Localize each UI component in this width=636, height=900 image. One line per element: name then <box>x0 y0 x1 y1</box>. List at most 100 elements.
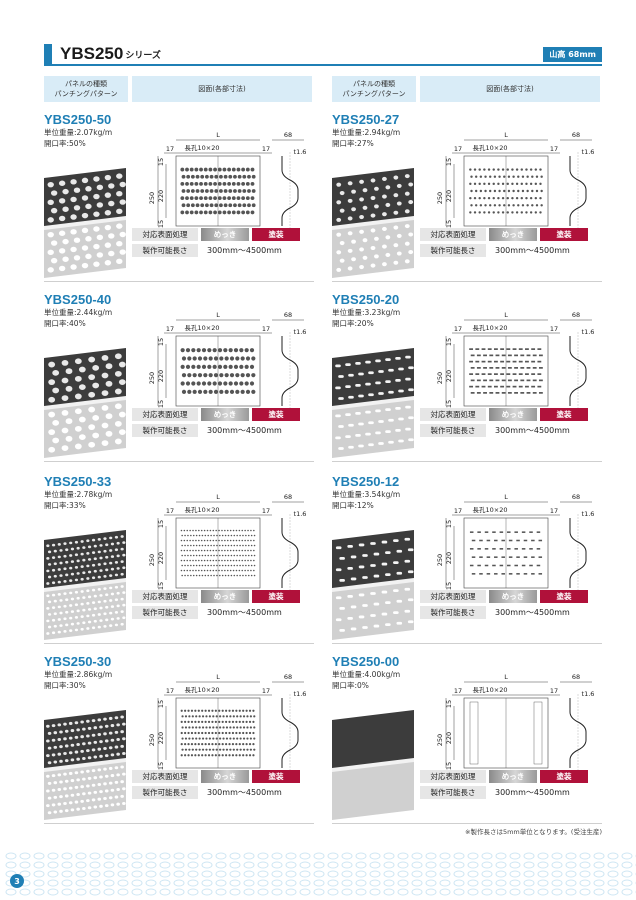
svg-text:t1.6: t1.6 <box>582 148 595 156</box>
svg-text:15: 15 <box>445 700 453 708</box>
panel-photo <box>44 530 126 640</box>
length-value: 300mm〜4500mm <box>495 608 570 617</box>
length-row: 製作可能長さ 300mm〜4500mm <box>420 244 570 257</box>
treatment-label: 対応表面処理 <box>132 590 198 603</box>
plating-badge: めっき <box>489 770 537 783</box>
svg-text:250: 250 <box>148 372 156 384</box>
svg-text:220: 220 <box>445 552 453 564</box>
length-row: 製作可能長さ 300mm〜4500mm <box>132 786 282 799</box>
svg-text:長孔10×20: 長孔10×20 <box>473 506 508 514</box>
svg-text:L: L <box>504 311 508 319</box>
svg-text:17: 17 <box>454 687 462 695</box>
product-name: YBS250-12 <box>332 474 400 489</box>
product-name: YBS250-30 <box>44 654 112 669</box>
surface-treatment-row: 対応表面処理 めっき 塗装 <box>132 408 300 421</box>
surface-treatment-row: 対応表面処理 めっき 塗装 <box>132 590 300 603</box>
length-value: 300mm〜4500mm <box>495 788 570 797</box>
treatment-label: 対応表面処理 <box>132 770 198 783</box>
treatment-label: 対応表面処理 <box>420 590 486 603</box>
svg-text:17: 17 <box>454 145 462 153</box>
product-open-ratio: 開口率:33% <box>44 501 86 510</box>
decorative-dot-pattern <box>5 852 636 896</box>
product-weight: 単位重量:2.44kg/m <box>44 308 113 317</box>
svg-text:15: 15 <box>445 400 453 408</box>
column-header-left: パネルの種類 パンチングパターン 図面(各部寸法) <box>44 76 312 102</box>
header-pattern: パネルの種類 パンチングパターン <box>332 76 416 102</box>
svg-text:15: 15 <box>445 762 453 770</box>
panel-photo <box>332 348 414 458</box>
painting-badge: 塗装 <box>252 770 300 783</box>
product-open-ratio: 開口率:27% <box>332 139 374 148</box>
svg-text:220: 220 <box>445 732 453 744</box>
page-title-bar: YBS250 シリーズ 山高 68mm <box>44 44 602 66</box>
svg-text:L: L <box>504 493 508 501</box>
svg-text:68: 68 <box>284 493 292 501</box>
svg-text:250: 250 <box>436 192 444 204</box>
svg-text:長孔10×20: 長孔10×20 <box>185 144 220 152</box>
panel-photo <box>44 348 126 458</box>
svg-text:長孔10×20: 長孔10×20 <box>185 324 220 332</box>
product-weight: 単位重量:3.23kg/m <box>332 308 401 317</box>
length-label: 製作可能長さ <box>420 786 486 799</box>
product-name: YBS250-40 <box>44 292 112 307</box>
page-number: 3 <box>10 874 24 888</box>
svg-text:17: 17 <box>550 507 558 515</box>
painting-badge: 塗装 <box>540 228 588 241</box>
length-row: 製作可能長さ 300mm〜4500mm <box>420 606 570 619</box>
svg-text:15: 15 <box>157 520 165 528</box>
svg-text:長孔10×20: 長孔10×20 <box>185 686 220 694</box>
plating-badge: めっき <box>489 590 537 603</box>
svg-text:L: L <box>504 131 508 139</box>
treatment-label: 対応表面処理 <box>420 228 486 241</box>
page-title: YBS250 <box>60 44 124 63</box>
surface-treatment-row: 対応表面処理 めっき 塗装 <box>420 590 588 603</box>
length-label: 製作可能長さ <box>132 424 198 437</box>
product-name: YBS250-20 <box>332 292 400 307</box>
length-value: 300mm〜4500mm <box>207 788 282 797</box>
product-name: YBS250-27 <box>332 112 400 127</box>
product-weight: 単位重量:2.86kg/m <box>44 670 113 679</box>
svg-text:17: 17 <box>550 687 558 695</box>
svg-text:長孔10×20: 長孔10×20 <box>473 686 508 694</box>
treatment-label: 対応表面処理 <box>420 408 486 421</box>
length-label: 製作可能長さ <box>132 786 198 799</box>
page-subtitle: シリーズ <box>125 51 161 61</box>
product-open-ratio: 開口率:30% <box>44 681 86 690</box>
svg-text:t1.6: t1.6 <box>294 690 307 698</box>
svg-text:長孔10×20: 長孔10×20 <box>185 506 220 514</box>
surface-treatment-row: 対応表面処理 めっき 塗装 <box>420 408 588 421</box>
surface-treatment-row: 対応表面処理 めっき 塗装 <box>132 770 300 783</box>
svg-text:220: 220 <box>157 552 165 564</box>
surface-treatment-row: 対応表面処理 めっき 塗装 <box>420 770 588 783</box>
column-header-right: パネルの種類 パンチングパターン 図面(各部寸法) <box>332 76 600 102</box>
svg-text:t1.6: t1.6 <box>294 148 307 156</box>
header-drawing: 図面(各部寸法) <box>420 76 600 102</box>
painting-badge: 塗装 <box>540 590 588 603</box>
svg-text:220: 220 <box>157 370 165 382</box>
svg-text:15: 15 <box>445 158 453 166</box>
svg-text:t1.6: t1.6 <box>294 510 307 518</box>
painting-badge: 塗装 <box>252 408 300 421</box>
svg-text:17: 17 <box>166 687 174 695</box>
ridge-height-badge: 山高 68mm <box>543 47 602 62</box>
panel-photo <box>44 710 126 820</box>
length-row: 製作可能長さ 300mm〜4500mm <box>132 244 282 257</box>
length-row: 製作可能長さ 300mm〜4500mm <box>420 424 570 437</box>
footnote: ※製作長さは5mm単位となります。(受注生産) <box>465 828 602 836</box>
treatment-label: 対応表面処理 <box>132 228 198 241</box>
svg-text:17: 17 <box>262 507 270 515</box>
product-open-ratio: 開口率:12% <box>332 501 374 510</box>
svg-text:L: L <box>216 311 220 319</box>
painting-badge: 塗装 <box>540 408 588 421</box>
plating-badge: めっき <box>489 408 537 421</box>
svg-text:17: 17 <box>550 145 558 153</box>
product-weight: 単位重量:3.54kg/m <box>332 490 401 499</box>
panel-photo <box>44 168 126 278</box>
